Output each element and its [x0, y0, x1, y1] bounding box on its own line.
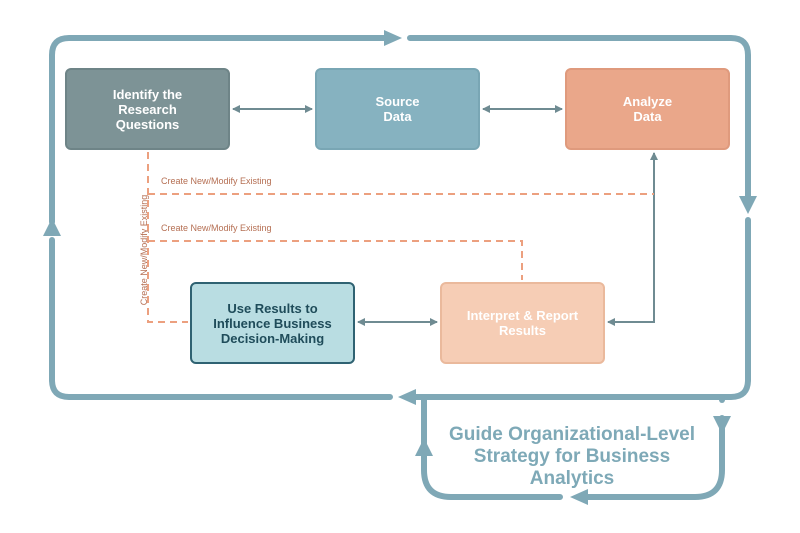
lower-loop-arrowhead-bottom — [570, 489, 588, 505]
connectors — [232, 105, 658, 326]
node-analyze-label: Analyze Data — [622, 94, 673, 124]
node-identify-label: Identify the Research Questions — [112, 86, 183, 132]
dashed-label-top: Create New/Modify Existing — [161, 176, 272, 186]
node-use-results-label: Use Results to Influence Business Decisi… — [213, 300, 332, 346]
guide-strategy-text: Guide Organizational-Level Strategy for … — [449, 424, 695, 489]
lower-loop-arrowhead-right — [713, 416, 731, 434]
dashed-label-middle: Create New/Modify Existing — [161, 223, 272, 233]
loop-arrowhead-left — [43, 218, 61, 236]
dashed-label-vertical: Create New/Modify Existing — [139, 194, 149, 306]
loop-arrowhead-top — [384, 30, 402, 46]
lower-loop-arrowhead-left — [415, 438, 433, 456]
node-source-data: Source Data — [315, 68, 480, 150]
node-identify-research-questions: Identify the Research Questions — [65, 68, 230, 150]
node-interpret-report: Interpret & Report Results — [440, 282, 605, 364]
outer-loop — [49, 35, 751, 400]
dashed-lines — [147, 152, 654, 323]
node-use-results: Use Results to Influence Business Decisi… — [190, 282, 355, 364]
node-interpret-label: Interpret & Report Results — [466, 308, 579, 338]
node-analyze-data: Analyze Data — [565, 68, 730, 150]
loop-arrowhead-right — [739, 196, 757, 214]
node-source-label: Source Data — [375, 94, 420, 124]
loop-arrowhead-bottom — [398, 389, 416, 405]
